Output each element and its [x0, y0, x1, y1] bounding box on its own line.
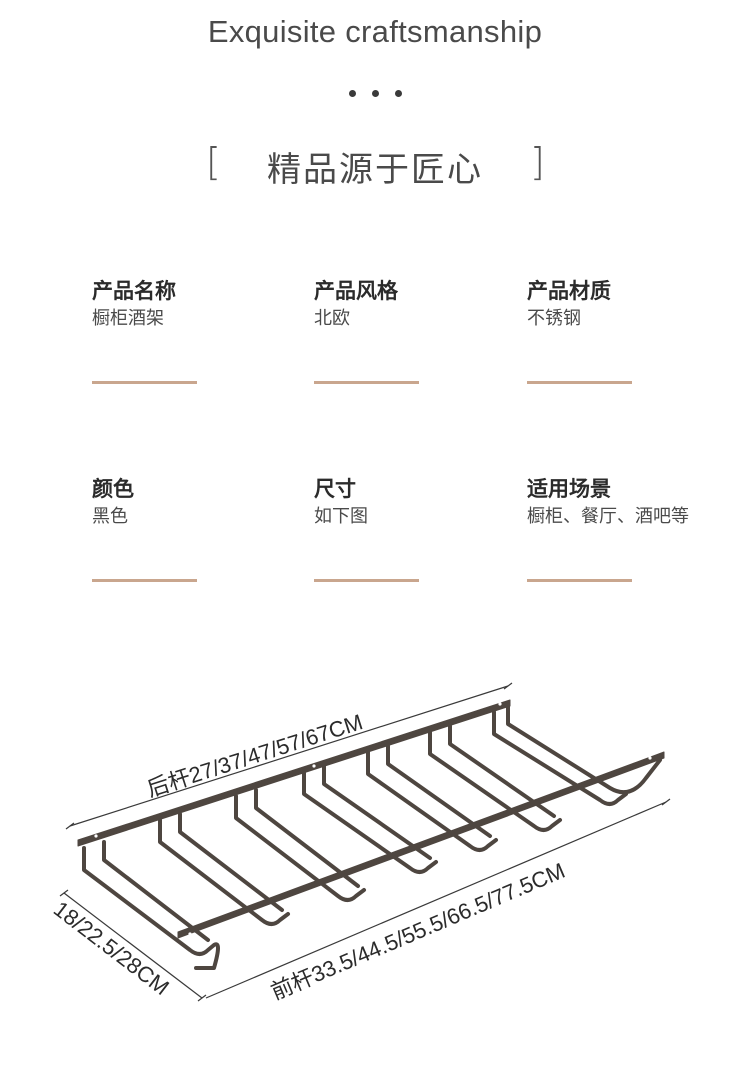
dot-icon: [372, 90, 379, 97]
spec-value: 如下图: [314, 506, 368, 527]
spec-size: 尺寸 如下图: [314, 474, 514, 582]
spec-label: 产品风格: [314, 279, 398, 303]
spec-product-material: 产品材质 不锈钢: [527, 276, 727, 384]
spec-value: 橱柜、餐厅、酒吧等: [527, 506, 689, 527]
spec-value: 黑色: [92, 506, 128, 527]
spec-label: 尺寸: [314, 477, 356, 501]
spec-color: 颜色 黑色: [92, 474, 292, 582]
spec-value: 北欧: [314, 308, 350, 329]
spec-value: 橱柜酒架: [92, 308, 164, 329]
divider: [527, 579, 632, 582]
decorative-dots: [349, 90, 409, 100]
spec-label: 产品材质: [527, 279, 611, 303]
bracket-right: ]: [530, 140, 545, 184]
dot-icon: [395, 90, 402, 97]
headline: Exquisite craftsmanship: [207, 14, 543, 49]
dot-icon: [349, 90, 356, 97]
divider: [314, 579, 419, 582]
divider: [92, 381, 197, 384]
spec-usage: 适用场景 橱柜、餐厅、酒吧等: [527, 474, 742, 582]
spec-label: 适用场景: [527, 477, 611, 501]
spec-value: 不锈钢: [527, 308, 581, 329]
wine-rack: [77, 699, 665, 970]
front-bar-dimension: 前杆33.5/44.5/55.5/66.5/77.5CM: [267, 858, 568, 1005]
dimension-lines: [59, 682, 671, 1002]
wine-rack-diagram: 后杆27/37/47/57/67CM 前杆33.5/44.5/55.5/66.5…: [49, 682, 671, 1005]
divider: [527, 381, 632, 384]
spec-label: 颜色: [92, 477, 134, 501]
depth-dimension: 18/22.5/28CM: [49, 896, 174, 1000]
spec-product-style: 产品风格 北欧: [314, 276, 514, 384]
section-subtitle: 精品源于匠心: [267, 150, 483, 190]
bracket-left: [: [206, 140, 221, 184]
divider: [92, 579, 197, 582]
spec-product-name: 产品名称 橱柜酒架: [92, 276, 292, 384]
spec-label: 产品名称: [92, 279, 176, 303]
divider: [314, 381, 419, 384]
